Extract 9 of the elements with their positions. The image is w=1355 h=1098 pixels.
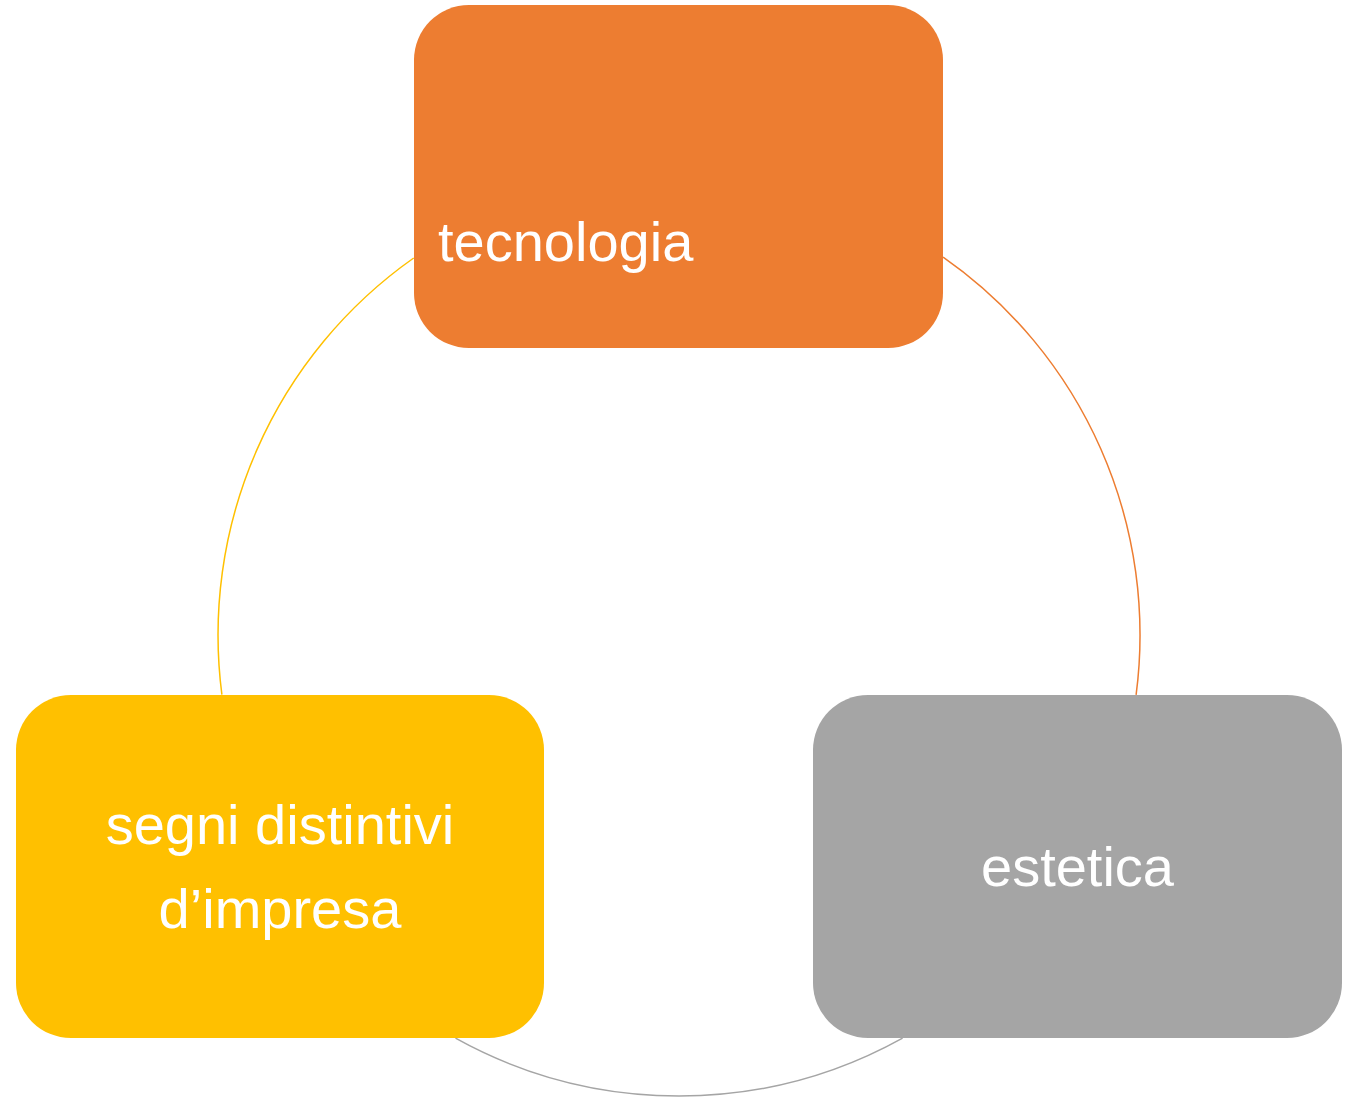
connector-arc bbox=[942, 256, 1141, 696]
connector-arc bbox=[217, 257, 415, 696]
rounded-box bbox=[16, 695, 544, 1038]
rounded-box bbox=[414, 5, 943, 348]
box-label: tecnologia bbox=[438, 208, 694, 275]
box-label: estetica bbox=[981, 833, 1174, 900]
rounded-box bbox=[813, 695, 1342, 1038]
connector-arc bbox=[454, 1037, 904, 1097]
box-label: segni distintivi d’impresa bbox=[104, 791, 456, 942]
